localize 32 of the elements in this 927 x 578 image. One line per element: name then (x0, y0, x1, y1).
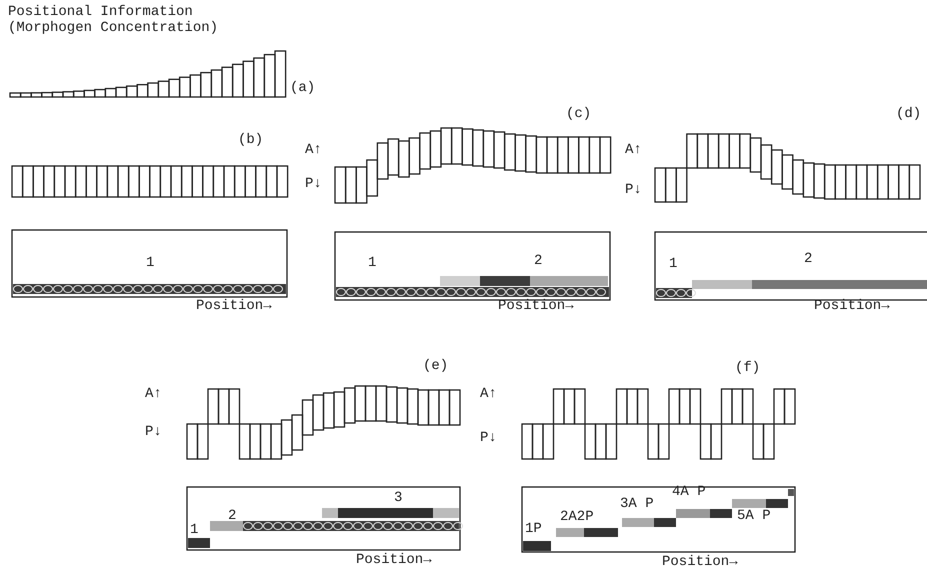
cell-state-label: 2A2P (560, 509, 594, 525)
cell-group-number: 1 (190, 522, 198, 538)
cell-group-number: 2 (534, 253, 542, 269)
axis-label: A↑ (305, 142, 322, 158)
panel-label: (e) (423, 358, 448, 374)
axis-label: P↓ (480, 430, 497, 446)
panel-label: (f) (735, 360, 760, 376)
axis-label: A↑ (145, 386, 162, 402)
axis-label: P↓ (305, 176, 322, 192)
panel-label: (c) (566, 106, 592, 122)
figure-heading: Positional Information (Morphogen Concentration) (8, 4, 220, 36)
panel-label: (a) (290, 80, 316, 96)
cell-group-number: 1 (669, 256, 678, 272)
axis-label: Position→ (196, 298, 272, 314)
panel-label: (b) (238, 132, 264, 148)
cell-group-number: 1 (368, 255, 376, 271)
cell-group-number: 2 (804, 251, 812, 267)
cell-group-number: 2 (228, 508, 236, 524)
axis-label: P↓ (625, 182, 642, 198)
cell-group-number: 3 (394, 490, 402, 506)
cell-state-label: 1P (525, 521, 542, 537)
axis-label: Position→ (662, 554, 738, 570)
axis-label: Position→ (498, 298, 574, 314)
cell-group-number: 1 (146, 255, 154, 271)
cell-state-label: 3A P (620, 496, 654, 512)
axis-label: P↓ (145, 424, 162, 440)
axis-label: A↑ (480, 386, 497, 402)
axis-label: Position→ (814, 298, 890, 314)
panel-label: (d) (896, 106, 922, 122)
axis-label: A↑ (625, 142, 642, 158)
cell-state-label: 5A P (737, 508, 771, 524)
axis-label: Position→ (356, 552, 432, 568)
